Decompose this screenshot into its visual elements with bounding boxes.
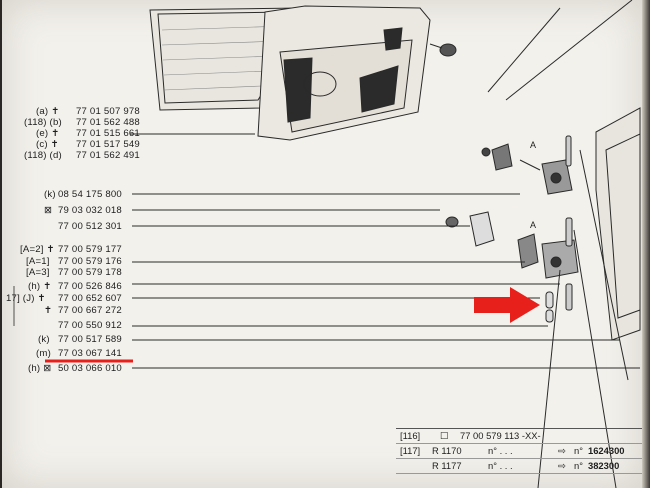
ref-row: (m) 77 03 067 141 — [36, 348, 122, 359]
part-number: 77 00 652 607 — [58, 293, 122, 304]
table-cell: ☐ — [440, 430, 449, 441]
part-number: 77 00 517 589 — [58, 334, 122, 345]
ref-code: 17] (J) ✝ — [6, 293, 46, 304]
table-cell: R 1170 — [432, 445, 462, 456]
part-number: 77 01 562 491 — [76, 150, 140, 161]
ref-code: (a) ✝ — [36, 106, 60, 117]
ref-code: ⊠ — [44, 205, 53, 216]
ref-row: 77 00 512 301 — [58, 221, 122, 232]
table-cell: n° . . . — [488, 445, 513, 456]
part-number: 50 03 066 010 — [58, 363, 122, 374]
ref-code: [A=3] — [26, 267, 50, 278]
part-number: 08 54 175 800 — [58, 189, 122, 200]
part-number: 77 01 507 978 — [76, 106, 140, 117]
table-cell: R 1177 — [432, 460, 462, 471]
serial-number-table: [116] ☐ 77 00 579 113 -XX- [117] R 1170 … — [396, 428, 642, 474]
part-number: 77 00 579 176 — [58, 256, 122, 267]
page-edge — [642, 0, 650, 488]
svg-text:A: A — [530, 220, 536, 230]
ref-row: [A=3] 77 00 579 178 — [26, 267, 122, 278]
part-number: 77 00 550 912 — [58, 320, 122, 331]
part-number: 77 01 562 488 — [76, 117, 140, 128]
red-arrow-icon — [474, 287, 540, 323]
part-number: 77 03 067 141 — [58, 348, 122, 359]
table-cell: n° . . . — [488, 460, 513, 471]
ref-row: (k)08 54 175 800 — [44, 189, 122, 200]
ref-code: (118) (d) — [24, 150, 62, 161]
part-number: 77 00 579 177 — [58, 244, 122, 255]
ref-code: (h) ✝ — [28, 281, 52, 292]
ref-code: (m) — [36, 348, 51, 359]
ref-row: (118) (b) 77 01 562 488 — [24, 117, 140, 128]
ref-row: 77 00 550 912 — [58, 320, 122, 331]
ref-code: (c) ✝ — [36, 139, 59, 150]
ref-row: (e) ✝ 77 01 515 661 — [36, 128, 140, 139]
part-number: 77 01 515 661 — [76, 128, 140, 139]
ref-code: [A=2] ✝ — [20, 244, 55, 255]
table-cell: n° — [574, 445, 583, 456]
ref-code: (118) (b) — [24, 117, 62, 128]
table-row: [116] ☐ 77 00 579 113 -XX- — [396, 429, 642, 444]
part-number: 79 03 032 018 — [58, 205, 122, 216]
ref-row: ✝ 77 00 667 272 — [44, 305, 122, 316]
ref-row: 17] (J) ✝ 77 00 652 607 — [6, 293, 122, 304]
table-row: [117] R 1170 n° . . . ⇨ n° 1624300 — [396, 444, 642, 459]
ref-row: (a) ✝ 77 01 507 978 — [36, 106, 140, 117]
part-number: 77 00 526 846 — [58, 281, 122, 292]
table-cell: n° — [574, 460, 583, 471]
ref-row: (h) ✝ 77 00 526 846 — [28, 281, 122, 292]
part-number: 77 00 512 301 — [58, 221, 122, 232]
ref-code: (k) — [38, 334, 50, 345]
ref-row: (h) ⊠ 50 03 066 010 — [28, 363, 122, 374]
table-cell: [116] — [400, 430, 421, 441]
svg-text:A: A — [530, 140, 536, 150]
ref-code: ✝ — [44, 305, 53, 316]
part-number: 77 01 517 549 — [76, 139, 140, 150]
ref-row: (118) (d) 77 01 562 491 — [24, 150, 140, 161]
ref-row: ⊠ 79 03 032 018 — [44, 205, 122, 216]
table-cell: [117] — [400, 445, 421, 456]
ref-code: (k) — [44, 189, 56, 200]
arrow-icon: ⇨ — [558, 460, 566, 471]
part-number: 77 00 667 272 — [58, 305, 122, 316]
part-number: 77 00 579 178 — [58, 267, 122, 278]
ref-row: [A=2] ✝77 00 579 177 — [20, 244, 122, 255]
table-cell: 382300 — [588, 460, 620, 471]
ref-code: [A=1] — [26, 256, 50, 267]
ref-code: (h) ⊠ — [28, 363, 52, 374]
ref-code: (e) ✝ — [36, 128, 60, 139]
table-cell: 77 00 579 113 -XX- — [460, 430, 541, 441]
arrow-icon: ⇨ — [558, 445, 566, 456]
ref-row: [A=1] 77 00 579 176 — [26, 256, 122, 267]
ref-row: (k) 77 00 517 589 — [38, 334, 122, 345]
table-cell: 1624300 — [588, 445, 625, 456]
ref-row: (c) ✝ 77 01 517 549 — [36, 139, 140, 150]
table-row: R 1177 n° . . . ⇨ n° 382300 — [396, 459, 642, 474]
